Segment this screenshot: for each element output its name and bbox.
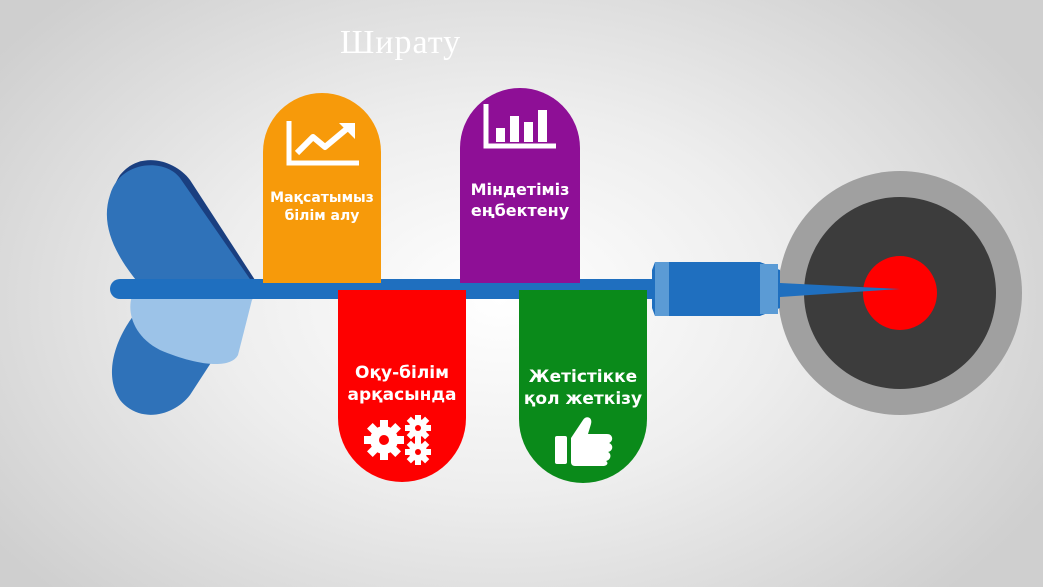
step-duty-card: Міндетіміз еңбектену (460, 88, 580, 283)
dart-fins (106, 160, 255, 415)
step-education-card: Оқу-білім арқасында (338, 290, 466, 482)
trend-up-chart-icon (286, 121, 359, 166)
dart-tip (780, 283, 900, 297)
bar-chart-icon (483, 104, 556, 149)
step-education-label: Оқу-білім арқасында (347, 363, 457, 406)
step-achievement-label: Жетістікке қол жеткізу (523, 367, 643, 410)
target-bullseye (863, 256, 937, 330)
dart-barrel (652, 262, 780, 316)
step-achievement-card: Жетістікке қол жеткізу (519, 290, 647, 483)
thumbs-up-icon (555, 417, 613, 466)
gears-icon (364, 415, 431, 465)
slide-title: Ширату (340, 24, 462, 61)
step-duty-label: Міндетіміз еңбектену (470, 180, 570, 220)
step-goal-card: Мақсатымыз білім алу (263, 93, 381, 283)
step-goal-label: Мақсатымыз білім алу (270, 190, 374, 225)
